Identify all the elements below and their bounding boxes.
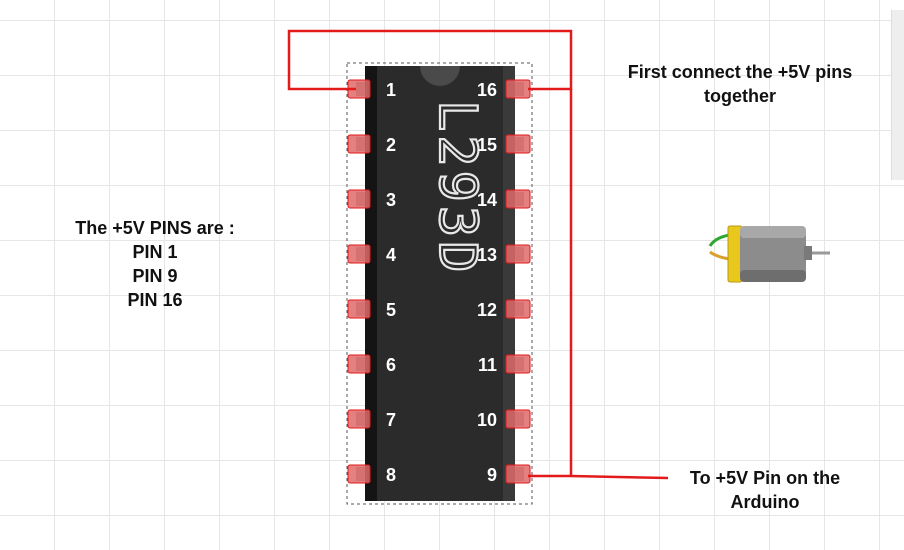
pin-pad-left-3[interactable]: [347, 189, 371, 209]
note-line: PIN 9: [132, 266, 178, 286]
chip-body[interactable]: [365, 66, 515, 501]
pin-pad-left-7[interactable]: [347, 409, 371, 429]
pin-number-left: 8: [386, 465, 396, 485]
vertical-scrollbar[interactable]: [891, 10, 904, 180]
note-line: To +5V Pin on the: [689, 468, 841, 488]
pin-pad-left-4[interactable]: [347, 244, 371, 264]
wire-pin9-to-arduino[interactable]: [570, 474, 669, 480]
pin-pad-right-16[interactable]: [505, 79, 531, 99]
note-line: together: [704, 86, 776, 106]
pin-pad-right-9[interactable]: [505, 464, 531, 484]
pin-number-right: 9: [487, 465, 497, 485]
chip-logo: L293D: [427, 100, 487, 277]
pin-pad-right-14[interactable]: [505, 189, 531, 209]
pin-pads: [347, 79, 531, 484]
pin-number-left: 7: [386, 410, 396, 430]
pin-number-left: 1: [386, 80, 396, 100]
chip-selection-box[interactable]: [346, 62, 533, 505]
wire-pin1-to-pin16[interactable]: [287, 29, 573, 91]
wire-pin16-to-pin9[interactable]: [528, 89, 573, 478]
pin-number-left: 3: [386, 190, 396, 210]
pin-number-right: 11: [478, 355, 497, 375]
pin-pad-left-2[interactable]: [347, 134, 371, 154]
pin-pad-left-6[interactable]: [347, 354, 371, 374]
note-arduino-5v: To +5V Pin on the Arduino: [650, 466, 880, 514]
note-line: Arduino: [730, 492, 800, 512]
pin-number-left: 2: [386, 135, 396, 155]
note-line: The +5V PINS are :: [75, 218, 235, 238]
pin-pad-right-15[interactable]: [505, 134, 531, 154]
pin-pad-right-12[interactable]: [505, 299, 531, 319]
pin-pad-left-8[interactable]: [347, 464, 371, 484]
pin-number-right: 12: [477, 300, 497, 320]
pin-pad-right-11[interactable]: [505, 354, 531, 374]
chip-notch-icon: [420, 66, 460, 86]
pin-number-right: 10: [477, 410, 497, 430]
note-line: First connect the +5V pins: [627, 62, 853, 82]
pin-number-left: 5: [386, 300, 396, 320]
note-line: PIN 1: [132, 242, 178, 262]
pin-pad-right-10[interactable]: [505, 409, 531, 429]
note-connect-5v: First connect the +5V pins together: [590, 60, 890, 108]
note-5v-pins: The +5V PINS are : PIN 1 PIN 9 PIN 16: [50, 216, 260, 312]
pin-number-right: 16: [477, 80, 497, 100]
dc-motor-icon[interactable]: [708, 225, 830, 283]
chip-right-edge: [503, 66, 515, 501]
pin-number-right: 14: [477, 190, 497, 210]
pin-number-left: 6: [386, 355, 396, 375]
pin-pad-right-13[interactable]: [505, 244, 531, 264]
pin-number-left: 4: [386, 245, 396, 265]
pin-pad-left-5[interactable]: [347, 299, 371, 319]
chip-left-edge: [365, 66, 377, 501]
note-line: PIN 16: [127, 290, 183, 310]
pin-number-right: 15: [477, 135, 497, 155]
pin-number-right: 13: [477, 245, 497, 265]
